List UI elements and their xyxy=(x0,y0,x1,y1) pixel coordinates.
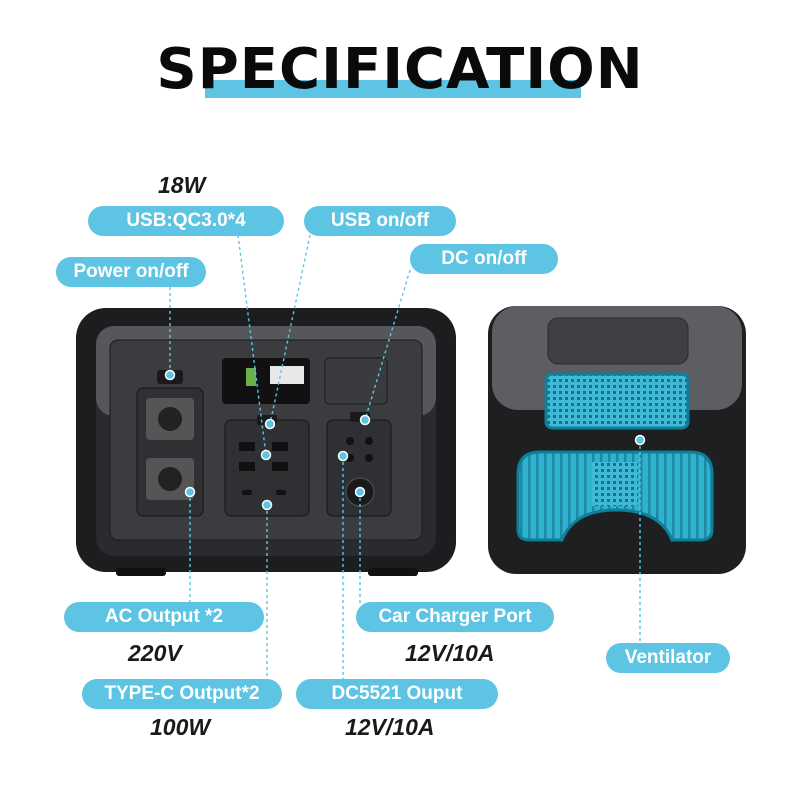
car-charger-label: Car Charger Port xyxy=(356,602,554,632)
power-onoff-label: Power on/off xyxy=(56,257,206,287)
power-station-front xyxy=(76,308,456,576)
ac-volt-value: 220V xyxy=(128,640,182,666)
usb-onoff-label: USB on/off xyxy=(304,206,456,236)
dc5521-rating-value: 12V/10A xyxy=(345,714,435,740)
typec-watt-value: 100W xyxy=(150,714,211,740)
leader-dots xyxy=(164,369,646,511)
power-station-side xyxy=(488,306,746,574)
usb-qc-label: USB:QC3.0*4 xyxy=(88,206,284,236)
ac-output-label: AC Output *2 xyxy=(64,602,264,632)
ventilator-label: Ventilator xyxy=(606,643,730,673)
usb-watt-value: 18W xyxy=(158,172,206,198)
leader-lines xyxy=(169,234,641,680)
typec-output-label: TYPE-C Output*2 xyxy=(82,679,282,709)
page-title: SPECIFICATION xyxy=(156,37,644,102)
title-block: SPECIFICATION xyxy=(0,40,800,110)
car-rating-value: 12V/10A xyxy=(405,640,495,666)
dc5521-label: DC5521 Ouput xyxy=(296,679,498,709)
title-underline-bar xyxy=(205,80,581,98)
dc-onoff-label: DC on/off xyxy=(410,244,558,274)
